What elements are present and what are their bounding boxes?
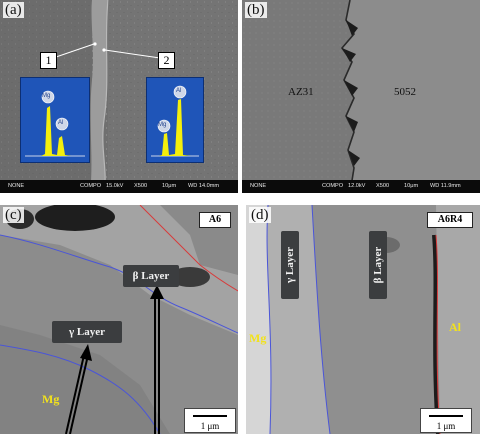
panel-label-d: (d) [249, 207, 271, 223]
point-marker-1: 1 [40, 52, 57, 69]
info-detector: NONE [8, 183, 25, 189]
al-label-d: Al [449, 320, 461, 334]
info-detector: NONE [250, 183, 267, 189]
beta-layer-label-vertical: β Layer [369, 231, 387, 299]
beta-layer-label: β Layer [123, 265, 179, 287]
material-label-5052: 5052 [394, 86, 416, 98]
panel-label-b: (b) [245, 2, 267, 18]
scale-bar-text: 1 μm [436, 421, 456, 431]
scale-bar-line [193, 415, 227, 417]
panel-c: (c) A6 β Layer γ Layer Mg 1 μm [0, 205, 238, 434]
info-wd: WD 14.0mm [188, 183, 220, 189]
mg-label-d: Mg [249, 331, 267, 345]
info-voltage: 15.0kV [106, 183, 124, 189]
spectrum-peaks-left [25, 90, 85, 157]
scale-bar-d: 1 μm [420, 408, 472, 433]
peak-label-mg-left: Mg [42, 93, 51, 99]
sem-image-b [242, 0, 480, 193]
peak-label-al-left: Al [58, 120, 64, 126]
mg-label-c: Mg [42, 392, 60, 406]
info-voltage: 12.0kV [348, 183, 366, 189]
info-mode: COMPO [80, 183, 102, 189]
eds-spectrum-left: Mg Al [20, 77, 90, 163]
scale-bar-text: 1 μm [200, 421, 220, 431]
scale-bar-c: 1 μm [184, 408, 236, 433]
info-mode: COMPO [322, 183, 344, 189]
panel-d: (d) A6R4 γ Layer β Layer Mg Al 1 μm [246, 205, 480, 434]
beta-layer-text: β Layer [372, 246, 384, 284]
gamma-layer-label: γ Layer [52, 321, 122, 343]
sem-info-bar-b: NONE COMPO 12.0kV X500 10μm WD 11.9mm [242, 180, 480, 193]
peak-label-mg-right: Mg [158, 122, 167, 128]
gamma-layer-label-vertical: γ Layer [281, 231, 299, 299]
tem-image-c [0, 205, 238, 434]
sem-info-bar-a: NONE COMPO 15.0kV X500 10μm WD 14.0mm [0, 180, 238, 193]
spectrum-peaks-right [151, 85, 199, 157]
scale-bar-line [429, 415, 463, 417]
peak-label-al-right: Al [176, 88, 182, 94]
point-marker-2: 2 [158, 52, 175, 69]
material-label-az31: AZ31 [288, 86, 314, 98]
gamma-layer-text: γ Layer [284, 247, 296, 283]
info-scale: 10μm [404, 183, 419, 189]
info-wd: WD 11.9mm [430, 183, 461, 189]
sample-label-a6: A6 [199, 212, 231, 228]
panel-label-c: (c) [3, 207, 24, 223]
info-magnification: X500 [134, 183, 148, 189]
info-magnification: X500 [376, 183, 390, 189]
sample-label-a6r4: A6R4 [427, 212, 473, 228]
eds-spectrum-right: Mg Al [146, 77, 204, 163]
info-scale: 10μm [162, 183, 177, 189]
panel-b: (b) AZ31 5052 NONE COMPO 12.0kV X500 10μ… [242, 0, 480, 193]
panel-label-a: (a) [3, 2, 24, 18]
panel-a: (a) 1 2 Mg Al Mg Al NONE COMPO 15.0kV X5… [0, 0, 238, 193]
